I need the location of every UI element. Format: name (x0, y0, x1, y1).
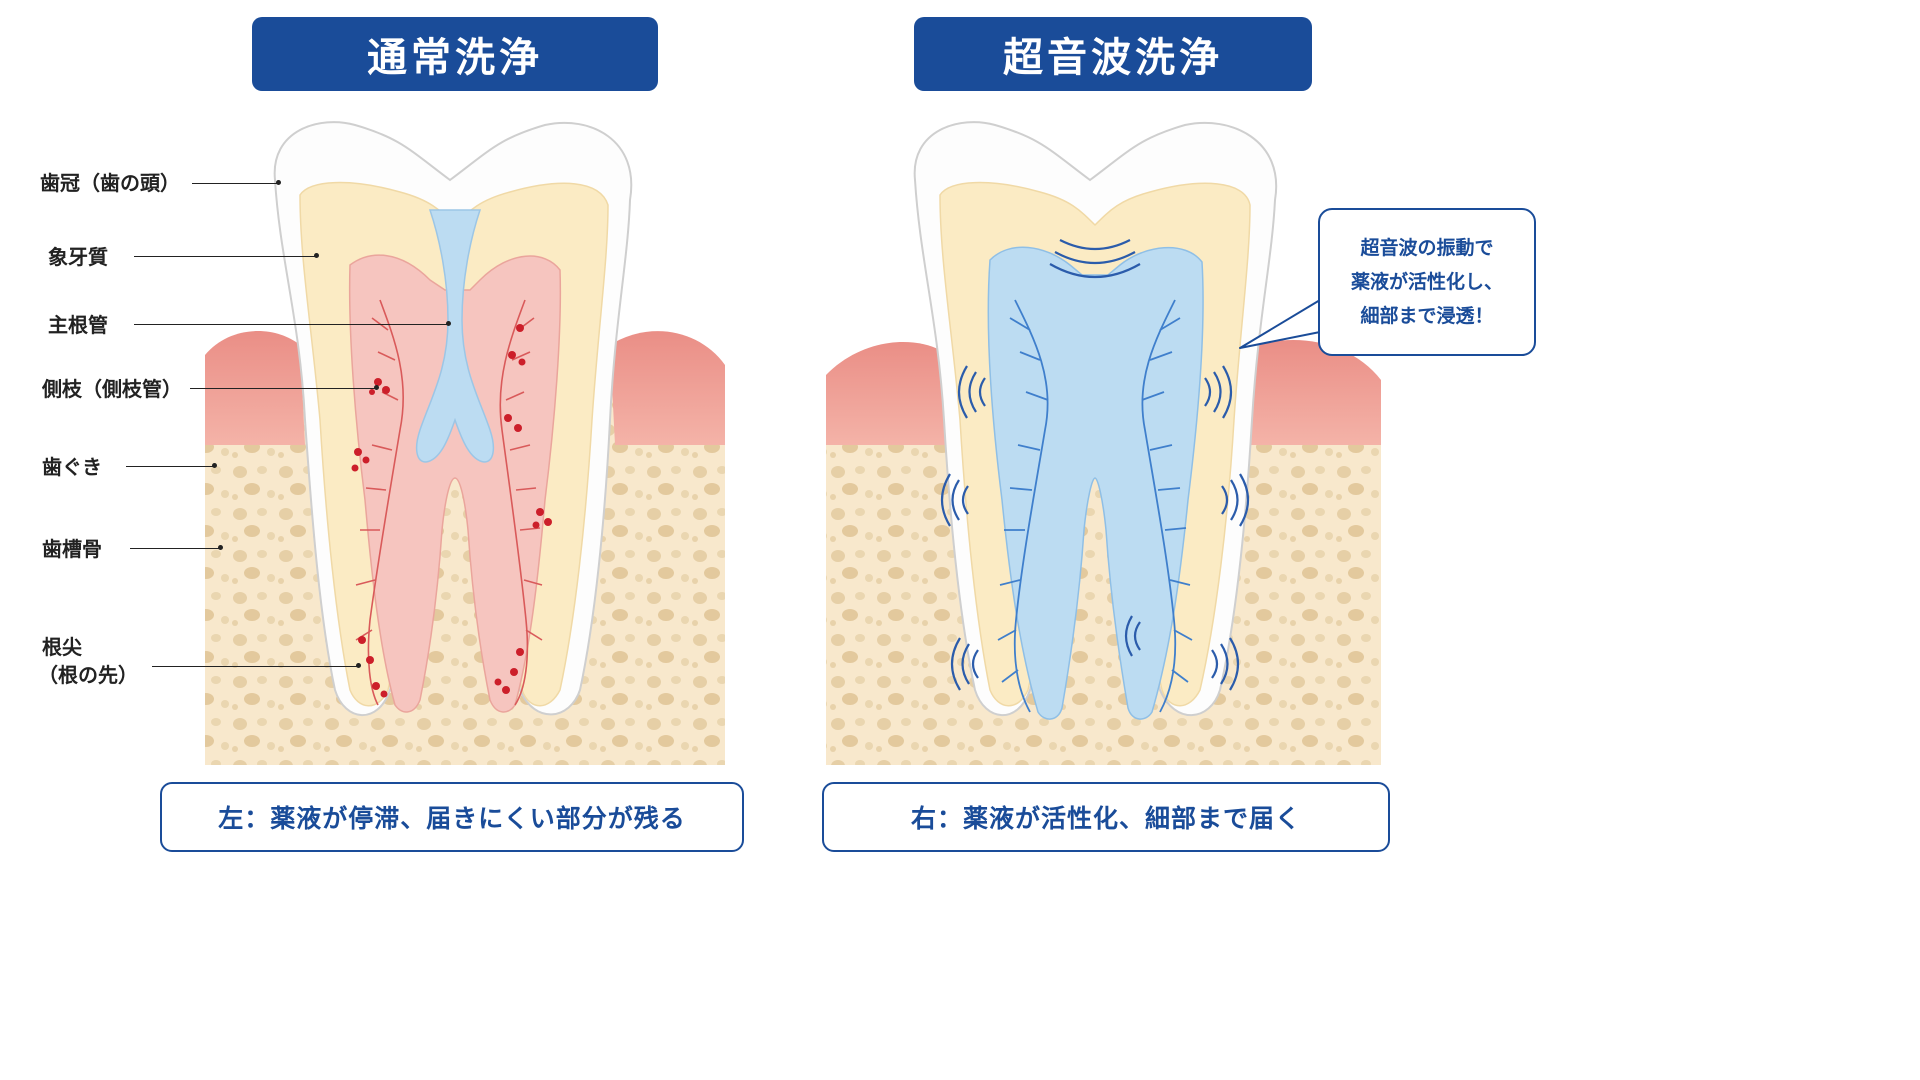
leader-apex (152, 666, 358, 667)
tooth-illustration (0, 0, 1568, 880)
leader-main-canal (134, 324, 448, 325)
label-apex: 根尖 (42, 634, 82, 660)
right-panel (826, 122, 1381, 765)
bubble-line-3: 細部まで浸透！ (1360, 299, 1493, 333)
bubble-line-1: 超音波の振動で (1360, 231, 1493, 265)
label-lateral-canal: 側枝（側枝管） (42, 376, 182, 402)
label-gum: 歯ぐき (42, 454, 102, 480)
leader-crown (192, 183, 278, 184)
label-bone: 歯槽骨 (42, 536, 102, 562)
leader-gum (126, 466, 214, 467)
caption-left: 左：薬液が停滞、届きにくい部分が残る (160, 782, 744, 852)
gum-right (610, 331, 725, 445)
leader-dentin (134, 256, 316, 257)
leader-bone (130, 548, 220, 549)
label-dentin: 象牙質 (48, 244, 108, 270)
label-main-canal: 主根管 (48, 312, 108, 338)
label-crown: 歯冠（歯の頭） (40, 170, 180, 196)
gum-left-right-panel (826, 342, 945, 445)
bubble-line-2: 薬液が活性化し、 (1351, 265, 1503, 299)
title-ultrasonic-cleaning: 超音波洗浄 (914, 17, 1312, 91)
caption-right: 右：薬液が活性化、細部まで届く (822, 782, 1390, 852)
left-panel (205, 122, 725, 765)
label-apex-sub: （根の先） (38, 662, 138, 688)
title-normal-cleaning: 通常洗浄 (252, 17, 658, 91)
ultrasonic-bubble: 超音波の振動で 薬液が活性化し、 細部まで浸透！ (1318, 208, 1536, 356)
leader-lateral-canal (190, 388, 376, 389)
